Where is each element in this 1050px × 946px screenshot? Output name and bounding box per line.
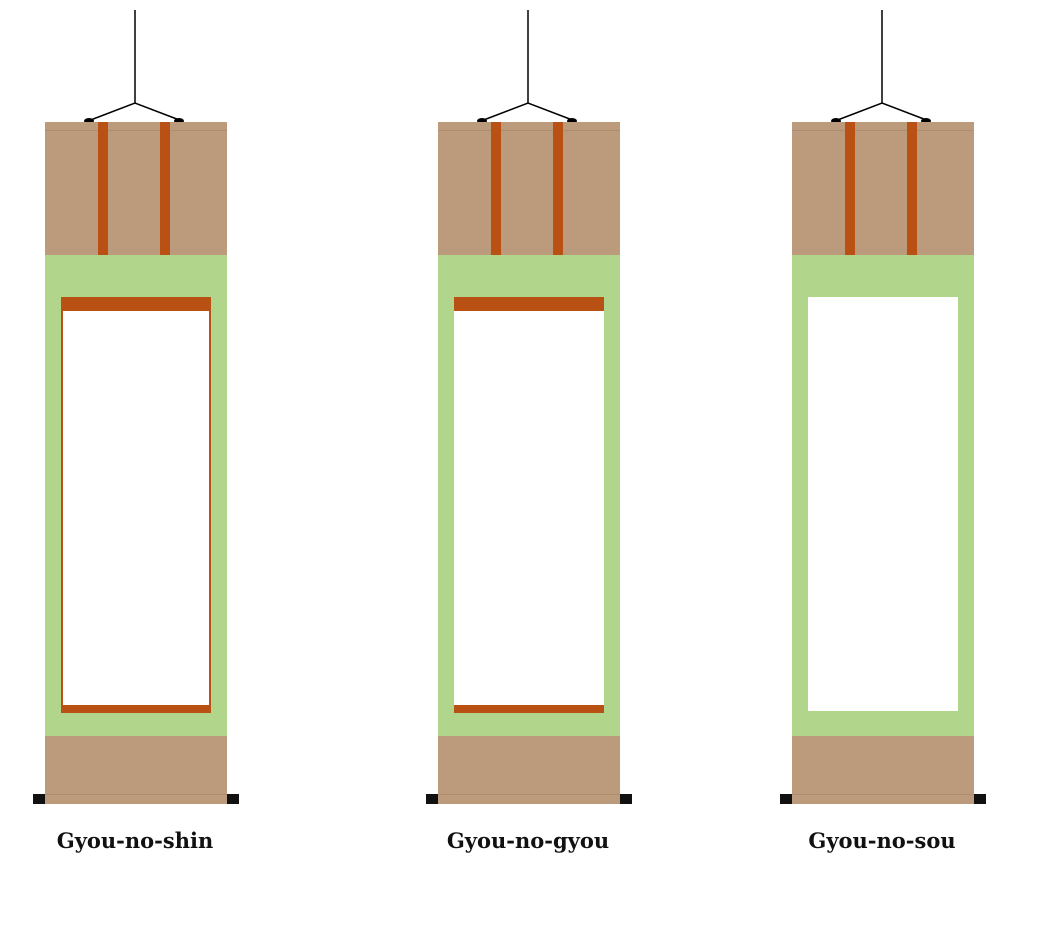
- artwork-area: [61, 297, 211, 713]
- roller-end-right: [227, 794, 239, 804]
- bottom-panel: [45, 736, 227, 804]
- side-border-left: [45, 297, 61, 713]
- roller-line: [438, 794, 620, 795]
- bottom-border: [438, 713, 620, 736]
- bottom-border: [792, 711, 974, 736]
- inner-frame-right: [209, 297, 211, 713]
- top-panel: [438, 122, 620, 255]
- scroll-gyou-no-shin: Gyou-no-shin: [33, 0, 245, 880]
- roller-end-right: [974, 794, 986, 804]
- side-border-right: [211, 297, 227, 713]
- futai-strip-right: [160, 122, 170, 255]
- scroll-gyou-no-gyou: Gyou-no-gyou: [426, 0, 638, 880]
- hanging-cord-icon: [477, 10, 577, 124]
- scroll-label: Gyou-no-shin: [56, 828, 214, 853]
- roller-line: [792, 794, 974, 795]
- artwork-area: [808, 297, 958, 713]
- top-line: [792, 130, 974, 131]
- inner-frame-top: [454, 297, 604, 311]
- inner-frame-bottom: [454, 705, 604, 713]
- bottom-panel: [792, 736, 974, 804]
- top-line: [45, 130, 227, 131]
- top-border: [792, 255, 974, 297]
- futai-strip-left: [491, 122, 501, 255]
- roller-end-right: [620, 794, 632, 804]
- bottom-border: [45, 713, 227, 736]
- top-border: [438, 255, 620, 297]
- side-border-left: [438, 297, 454, 713]
- inner-frame-left: [61, 297, 63, 713]
- inner-frame-top: [61, 297, 211, 311]
- hanging-cord-icon: [84, 10, 184, 124]
- scroll-gyou-no-sou: Gyou-no-sou: [780, 0, 992, 880]
- scroll-label: Gyou-no-gyou: [446, 828, 610, 853]
- top-panel: [45, 122, 227, 255]
- side-border-right: [604, 297, 620, 713]
- futai-strip-left: [98, 122, 108, 255]
- roller-end-left: [33, 794, 45, 804]
- top-line: [438, 130, 620, 131]
- hanging-cord-icon: [831, 10, 931, 124]
- futai-strip-right: [907, 122, 917, 255]
- artwork-area: [454, 297, 604, 713]
- roller-end-left: [780, 794, 792, 804]
- roller-end-left: [426, 794, 438, 804]
- bottom-panel: [438, 736, 620, 804]
- scroll-label: Gyou-no-sou: [808, 828, 956, 853]
- futai-strip-right: [553, 122, 563, 255]
- top-panel: [792, 122, 974, 255]
- side-border-left: [792, 297, 808, 713]
- roller-line: [45, 794, 227, 795]
- side-border-right: [958, 297, 974, 713]
- inner-frame-bottom: [61, 705, 211, 713]
- top-border: [45, 255, 227, 297]
- futai-strip-left: [845, 122, 855, 255]
